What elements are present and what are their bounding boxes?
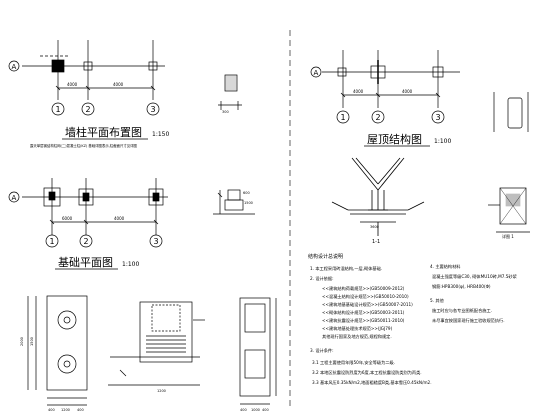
grid-a-left-1: A <box>12 63 17 71</box>
notes-right-list: 4. 主要结构材料 混凝土强度等级C30, 砌体MU10砖,M7.5砂浆 钢筋:… <box>430 263 518 324</box>
truss-dim-1: 3600 <box>370 225 379 229</box>
note-line-4: <<建筑地基基础设计规范>>(GB50007-2011) <box>322 301 413 308</box>
grid-2-left-1: 2 <box>86 105 91 114</box>
note-line-11: 3.2 本地区抗震设防烈度为6度,本工程抗震设防类别为丙类. <box>312 369 422 376</box>
note-right-1: 混凝土强度等级C30, 砌体MU10砖,M7.5砂浆 <box>432 273 518 280</box>
left-footing-plan <box>27 295 88 406</box>
grid-2-left-2: 2 <box>84 237 89 246</box>
grid-a-left-2: A <box>12 194 17 202</box>
grid-a-right: A <box>314 69 319 77</box>
plan2-dim-2: 4000 <box>114 216 125 221</box>
roof-dim-2: 4000 <box>402 89 413 94</box>
note-right-0: 4. 主要结构材料 <box>430 263 461 270</box>
detail-mid-dim-1: 600 <box>243 191 250 195</box>
grid-1-right: 1 <box>341 113 346 122</box>
plan1-dim-2: 4000 <box>113 82 124 87</box>
grid-3-left-1: 3 <box>151 105 156 114</box>
left-footing-section <box>108 301 205 386</box>
note-right-4: 施工时应与各专业图纸配合施工. <box>432 307 492 314</box>
plan1-scale: 1:150 <box>152 131 169 138</box>
footing-v-dim-2: 1500 <box>30 337 34 346</box>
right-detail-top <box>493 92 529 132</box>
roof-dim-1: 4000 <box>353 89 364 94</box>
detail-mid-dim-2: 1500 <box>244 201 253 205</box>
note-line-8: 其他现行国家及地方规范,规程和规定. <box>322 333 392 340</box>
note-right-5: 未尽事宜按国家现行施工验收规范执行. <box>432 317 505 324</box>
left-detail-small <box>218 74 242 110</box>
note-line-9: 3. 设计条件: <box>310 347 334 354</box>
note-line-0: 1. 本工程采用砖混结构,一层,砌体基础. <box>310 265 382 272</box>
plan2-title: 基础平面图 <box>58 256 113 269</box>
note-line-6: <<建筑抗震设计规范>>(GB50011-2010) <box>322 317 405 324</box>
right-detail-column <box>488 187 530 233</box>
right-roof-plan <box>310 50 460 124</box>
note-line-12: 3.3 基本风压0.35kN/m2,地面粗糙度B类,基本雪压0.45kN/m2. <box>312 379 432 386</box>
right-truss <box>331 157 425 236</box>
footing-v-dim-1: 2000 <box>20 337 24 346</box>
footing-h-dim-1: 400 <box>48 408 55 412</box>
note-right-3: 5. 其他 <box>430 297 445 304</box>
grid-1-left-1: 1 <box>56 105 61 114</box>
grid-1-left-2: 1 <box>50 237 55 246</box>
left-detail-mid <box>213 189 255 215</box>
footing-h-dim-3: 400 <box>77 408 84 412</box>
plan1-title: 墙柱平面布置图 <box>65 125 142 139</box>
plan1-note: 露天单层钢结构柱网(二)混凝土柱(KZ) 基础详图表示,柱截面尺寸见详图 <box>30 143 138 148</box>
note-line-1: 2. 设计依据: <box>310 275 334 282</box>
note-line-3: <<混凝土结构设计规范>>(GB50010-2010) <box>322 293 409 300</box>
note-line-7: <<建筑地基处理技术规范>>(JGJ79) <box>322 325 393 332</box>
footing-right-dim-1: 400 <box>240 408 247 412</box>
plan1-dim-1: 4000 <box>67 82 78 87</box>
footing-right-dim-3: 400 <box>262 408 269 412</box>
truss-label: 1-1 <box>372 239 380 245</box>
footing-h-dim-2: 1200 <box>61 408 70 412</box>
note-line-2: <<建筑结构荷载规范>>(GB50009-2012) <box>322 285 405 292</box>
note-right-2: 钢筋:HPB300(φ), HRB400(Φ) <box>432 283 491 290</box>
detail-small-dim-1: 300 <box>222 110 229 114</box>
left-plan1 <box>8 40 165 116</box>
footing-right-dim-2: 1000 <box>251 408 260 412</box>
section-dim-1: 1200 <box>157 389 166 393</box>
notes-list: 1. 本工程采用砖混结构,一层,砌体基础. 2. 设计依据: <<建筑结构荷载规… <box>310 265 432 386</box>
roof-title: 屋顶结构图 <box>367 132 422 146</box>
grid-3-left-2: 3 <box>154 237 159 246</box>
left-plan2 <box>8 178 168 248</box>
notes-title: 结构设计总说明 <box>308 253 343 260</box>
roof-scale: 1:100 <box>434 138 451 145</box>
note-line-10: 3.1 工程主要使用年限50年,安全等级为二级. <box>312 359 395 366</box>
plan2-scale: 1:100 <box>122 261 139 268</box>
plan2-dim-1: 6000 <box>62 216 73 221</box>
grid-2-right: 2 <box>376 113 381 122</box>
note-line-5: <<砌体结构设计规范>>(GB50003-2011) <box>322 309 405 316</box>
left-footing-plan-2 <box>239 297 277 405</box>
grid-3-right: 3 <box>436 113 441 122</box>
detail-label: 详图 1 <box>502 233 514 239</box>
